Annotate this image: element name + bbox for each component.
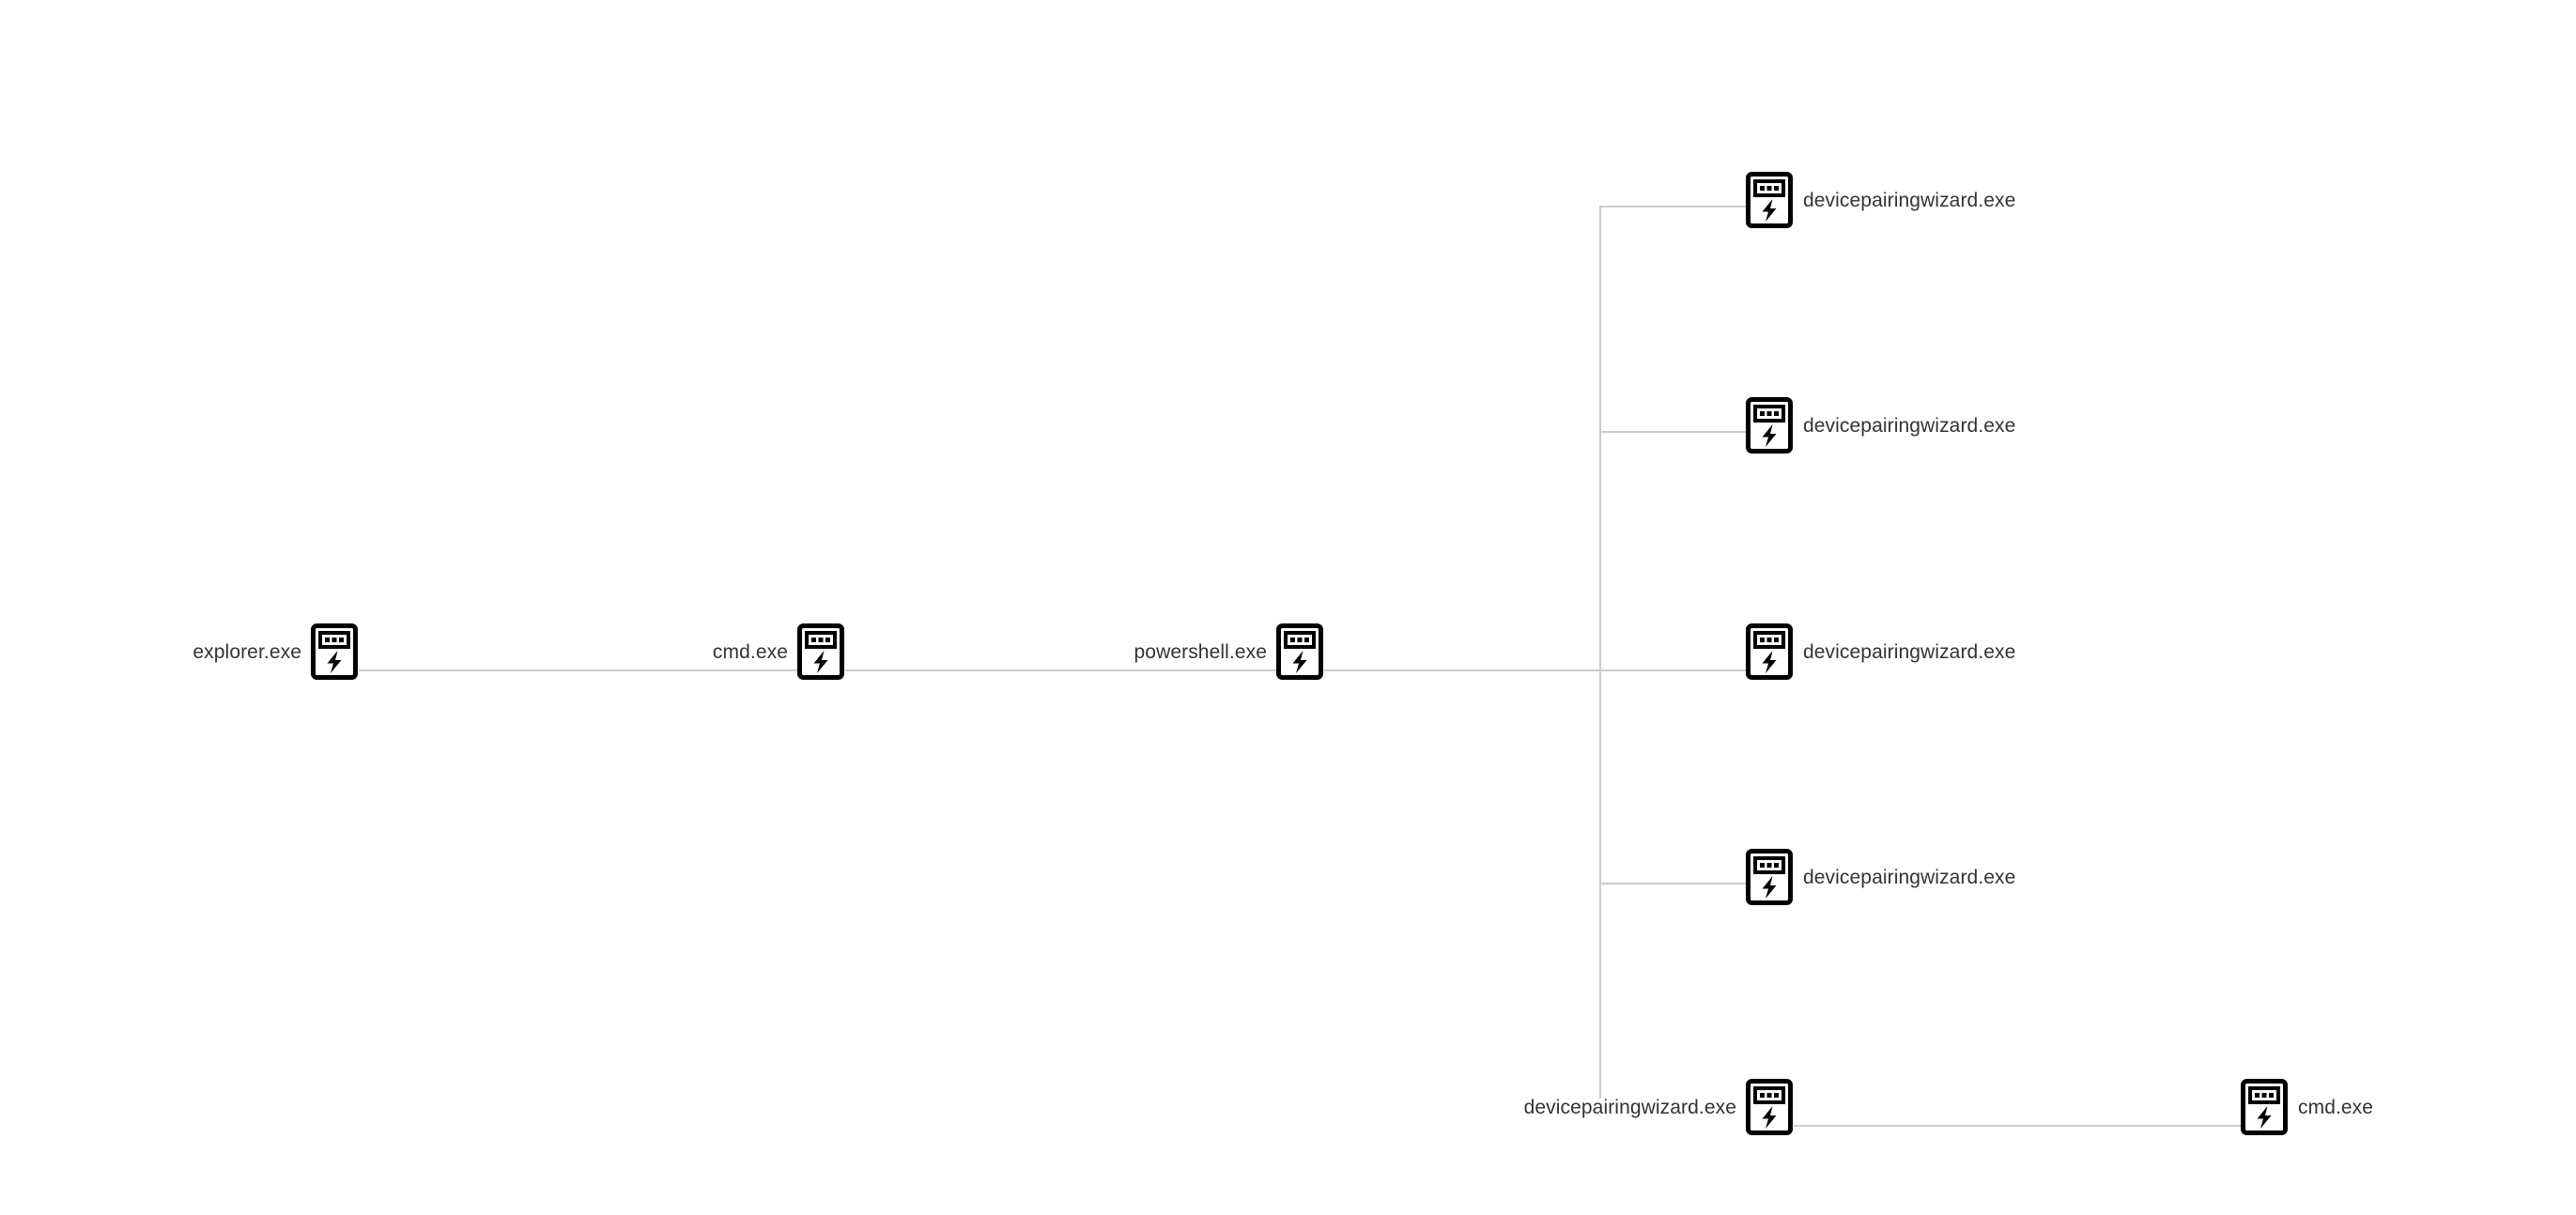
- process-executable-icon: [1276, 623, 1323, 680]
- process-executable-icon: [311, 623, 358, 680]
- process-label: devicepairingwizard.exe: [1803, 866, 2016, 888]
- process-node-cmd-1[interactable]: cmd.exe: [713, 623, 845, 681]
- edge-devicepairingwizard-to-cmd: [1794, 1125, 2243, 1127]
- process-label: powershell.exe: [1134, 640, 1267, 663]
- process-label: cmd.exe: [2298, 1096, 2374, 1118]
- process-node-powershell[interactable]: powershell.exe: [1134, 623, 1324, 681]
- process-label: devicepairingwizard.exe: [1523, 1096, 1736, 1118]
- process-node-devicepairingwizard-2[interactable]: devicepairingwizard.exe: [1745, 396, 2015, 454]
- process-node-explorer[interactable]: explorer.exe: [193, 623, 359, 681]
- edge-branch-to-child-4: [1599, 883, 1747, 884]
- process-label: cmd.exe: [712, 640, 788, 663]
- process-executable-icon: [1746, 1079, 1793, 1135]
- process-label: explorer.exe: [193, 640, 301, 663]
- process-executable-icon: [2241, 1079, 2288, 1135]
- process-node-devicepairingwizard-4[interactable]: devicepairingwizard.exe: [1745, 848, 2015, 906]
- process-label: devicepairingwizard.exe: [1803, 189, 2016, 211]
- process-executable-icon: [1746, 397, 1793, 454]
- process-executable-icon: [1746, 172, 1793, 228]
- process-node-devicepairingwizard-1[interactable]: devicepairingwizard.exe: [1745, 171, 2015, 229]
- edge-powershell-to-child-3: [1324, 669, 1747, 671]
- edge-cmd-to-powershell: [845, 669, 1277, 671]
- process-node-cmd-2[interactable]: cmd.exe: [2240, 1078, 2373, 1136]
- process-executable-icon: [1746, 849, 1793, 905]
- process-label: devicepairingwizard.exe: [1803, 640, 2016, 663]
- process-executable-icon: [1746, 623, 1793, 680]
- process-node-devicepairingwizard-3[interactable]: devicepairingwizard.exe: [1745, 623, 2015, 681]
- edge-trunk-vertical: [1599, 206, 1601, 1099]
- edge-branch-to-child-1: [1599, 206, 1747, 208]
- process-node-devicepairingwizard-5[interactable]: devicepairingwizard.exe: [1524, 1078, 1794, 1136]
- process-label: devicepairingwizard.exe: [1803, 414, 2016, 437]
- edge-branch-to-child-2: [1599, 431, 1747, 433]
- edge-explorer-to-cmd: [359, 669, 800, 671]
- process-executable-icon: [797, 623, 844, 680]
